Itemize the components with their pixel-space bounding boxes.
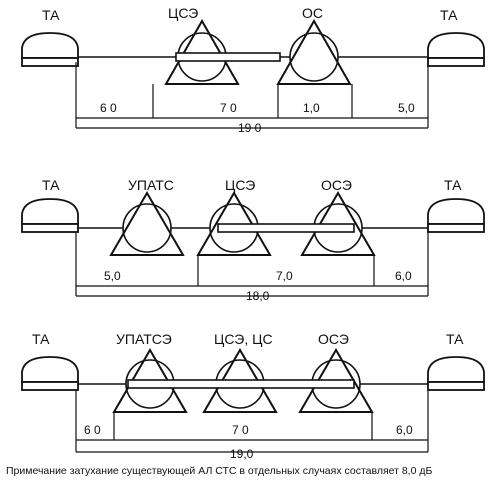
d3-segment-3: 6,0 [396,423,413,437]
d1-segment-2: 7 0 [220,101,237,115]
diagram-2: ТА УПАТС ЦСЭ ОСЭ ТА [21,177,485,303]
d3-segment-1: 6 0 [84,423,101,437]
d1-left-phone-label: ТА [42,7,60,23]
d3-left-phone-icon [21,356,79,391]
d3-node-2-label: ЦСЭ, ЦС [214,331,273,347]
d1-node-1-label: ЦСЭ [168,5,198,21]
d3-trunk-bar [127,379,355,389]
d2-dimension-ticks [75,232,429,297]
d1-node-2-label: ОС [302,5,323,21]
d3-right-phone-icon [427,356,485,391]
d1-right-phone-icon [427,32,485,67]
d3-right-phone-label: ТА [446,331,464,347]
d1-segment-4: 5,0 [398,101,415,115]
d2-node-3-label: ОСЭ [321,177,352,193]
d2-trunk-bar [217,223,355,233]
d1-segment-1: 6 0 [100,101,117,115]
d1-trunk-bar [175,52,281,62]
d1-right-phone-label: ТА [440,7,458,23]
footnote: Примечание затухание существующей АЛ СТС… [6,465,432,477]
d2-segment-1: 5,0 [104,269,121,283]
d2-node-1-icon [109,191,185,256]
d2-segment-2: 7,0 [276,269,293,283]
d3-total: 19,0 [230,447,254,461]
d3-node-1-label: УПАТСЭ [116,331,172,347]
d3-left-phone-label: ТА [32,331,50,347]
d2-left-phone-icon [21,198,79,233]
d3-node-3-label: ОСЭ [318,331,349,347]
d2-node-1-label: УПАТС [128,177,174,193]
d1-node-2-icon [276,18,352,85]
d1-left-phone-icon [21,32,79,67]
d2-right-phone-label: ТА [444,177,462,193]
d1-dimension-ticks [75,62,429,129]
d1-segment-3: 1,0 [303,101,320,115]
d3-segment-2: 7 0 [232,423,249,437]
d1-total: 19 0 [238,121,262,135]
d2-right-phone-icon [427,198,485,233]
diagram-1: ТА ЦСЭ ОС ТА 6 [21,5,485,135]
d2-total: 18,0 [246,289,270,303]
d2-segment-3: 6,0 [395,269,412,283]
d2-node-2-label: ЦСЭ [225,177,255,193]
d2-left-phone-label: ТА [42,177,60,193]
diagram-3: ТА УПАТСЭ ЦСЭ, ЦС ОСЭ ТА [21,331,485,461]
d3-dimension-ticks [75,390,429,453]
